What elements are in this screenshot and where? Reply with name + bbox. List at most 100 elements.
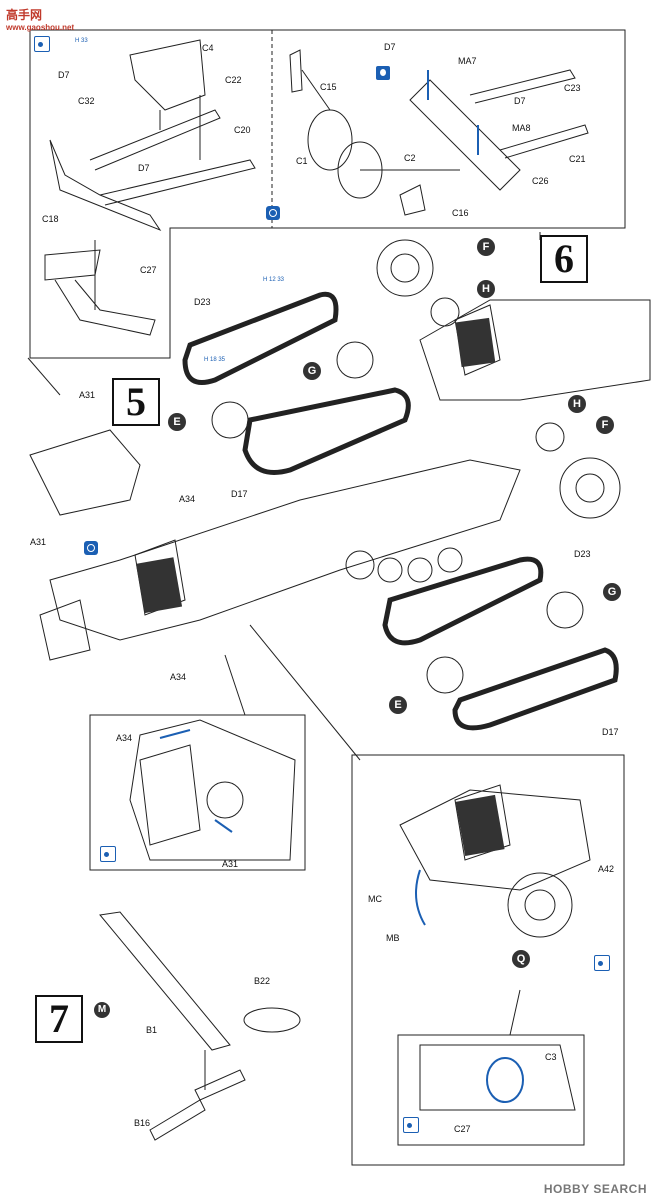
wheel-f-bottom [559, 457, 621, 519]
label-d7: D7 [58, 70, 70, 80]
blue-part-a34 [159, 729, 191, 739]
marker-q-text: Q [516, 953, 526, 965]
label-b16: B16 [134, 1118, 151, 1128]
bracket-c16 [399, 184, 426, 216]
radiator-grille-detail [455, 794, 505, 857]
track-d17-left [242, 387, 411, 475]
label-a31: A31 [79, 390, 96, 400]
track-d23-right [382, 556, 544, 646]
step-number-5: 5 [112, 378, 160, 426]
label-c27: C27 [454, 1124, 471, 1134]
bar-b1 [99, 911, 231, 1051]
site-logo-main: 高手网 [6, 8, 43, 22]
label-d23: D23 [194, 297, 211, 307]
rotate-icon-2 [84, 541, 98, 555]
frame-part-c4 [129, 39, 206, 111]
bogie-2 [377, 557, 403, 583]
blue-chain-mc [415, 869, 426, 926]
marker-q: Q [512, 950, 530, 968]
wheel-e-right [426, 656, 464, 694]
step-5-text: 5 [126, 379, 146, 424]
label-d7: D7 [138, 163, 150, 173]
site-logo-sub: www.gaoshou.net [6, 23, 75, 32]
glue-icon [34, 36, 50, 52]
tag-h1835: H 18 35 [204, 357, 226, 363]
marker-f2-text: F [601, 419, 609, 431]
marker-g-top: G [303, 362, 321, 380]
bogie-3 [407, 557, 433, 583]
marker-m: M [94, 1002, 110, 1018]
label-c20: C20 [234, 125, 251, 135]
marker-e-bottom: E [389, 696, 407, 714]
marker-m-text: M [97, 1004, 107, 1015]
marker-e2-text: E [394, 699, 402, 711]
label-mc: MC [368, 894, 382, 904]
inset-a31-a34 [89, 714, 306, 871]
frame-c18 [44, 249, 101, 281]
marker-e-text: E [173, 416, 181, 428]
label-a31: A31 [222, 859, 239, 869]
label-a34: A34 [179, 494, 196, 504]
label-d23: D23 [574, 549, 591, 559]
watermark: HOBBY SEARCH [543, 1182, 647, 1196]
label-c3: C3 [545, 1052, 557, 1062]
label-a34: A34 [170, 672, 187, 682]
marker-f-bottom: F [596, 416, 614, 434]
track-d23-left [182, 291, 339, 385]
label-c22: C22 [225, 75, 242, 85]
frame-rail-left [49, 139, 162, 232]
radiator-grille-5 [135, 557, 183, 614]
marker-h-bottom: H [568, 395, 586, 413]
radiator-grille-6 [455, 317, 496, 368]
label-a42: A42 [598, 864, 615, 874]
hub-h-top [430, 297, 460, 327]
rail-c23 [469, 69, 576, 104]
beam-c26 [409, 79, 521, 191]
label-d17: D17 [231, 489, 248, 499]
label-d7: D7 [514, 96, 526, 106]
label-c16: C16 [452, 208, 469, 218]
glue-icon-3 [594, 955, 610, 971]
track-d17-right [452, 647, 619, 731]
marker-f-text: F [482, 241, 490, 253]
inset-c3 [397, 1034, 585, 1146]
tag-h1233: H 12 33 [263, 277, 285, 283]
blue-part-a31 [214, 819, 233, 833]
inset-step6-detail [351, 754, 625, 1166]
step4-border [29, 29, 626, 359]
bogie-1 [345, 550, 375, 580]
frame-c18-ext [54, 279, 156, 336]
label-d17: D17 [602, 727, 619, 737]
step-6-text: 6 [554, 236, 574, 281]
marker-h2-text: H [573, 398, 581, 410]
label-b22: B22 [254, 976, 271, 986]
label-c27: C27 [140, 265, 157, 275]
label-c4: C4 [202, 43, 214, 53]
label-a31: A31 [30, 537, 47, 547]
label-ma8: MA8 [512, 123, 531, 133]
label-c15: C15 [320, 82, 337, 92]
label-ma7: MA7 [458, 56, 477, 66]
frame-rail-c22 [89, 109, 221, 171]
glue-drop-icon [376, 66, 390, 80]
label-c18: C18 [42, 214, 59, 224]
glue-icon-2 [100, 846, 116, 862]
label-a34: A34 [116, 733, 133, 743]
marker-f-top: F [477, 238, 495, 256]
wheel-g-right [546, 591, 584, 629]
roller-step5 [39, 599, 91, 661]
wheel-g-left [336, 341, 374, 379]
glue-icon-4 [403, 1117, 419, 1133]
wheel-f-top [376, 239, 434, 297]
tag-h33: H 33 [75, 38, 88, 44]
label-c1: C1 [296, 156, 308, 166]
label-d7: D7 [384, 42, 396, 52]
step-number-6: 6 [540, 235, 588, 283]
label-mb: MB [386, 933, 400, 943]
front-bumper-step5 [29, 429, 141, 516]
marker-h-text: H [482, 283, 490, 295]
label-b1: B1 [146, 1025, 158, 1035]
frame-rail-c20 [99, 159, 256, 206]
marker-h-top: H [477, 280, 495, 298]
